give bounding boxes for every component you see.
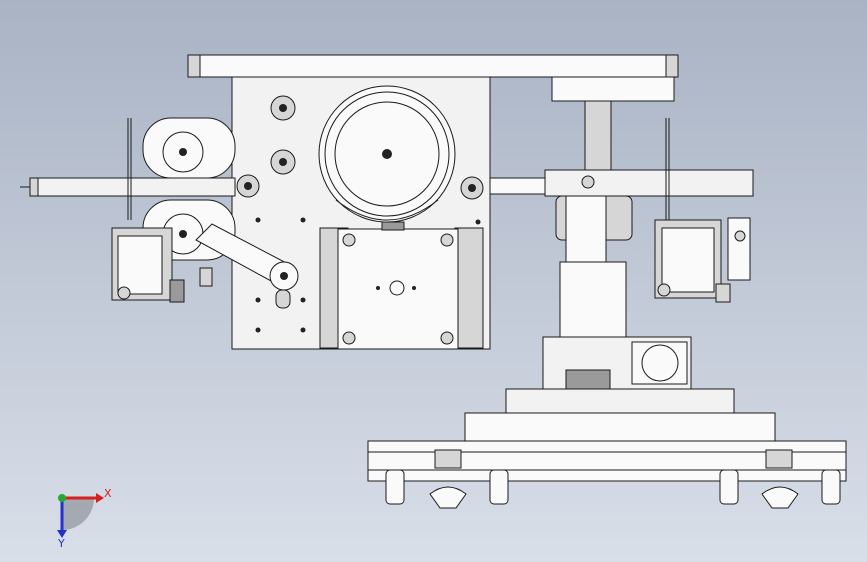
stepper-motor [319,221,484,350]
lever-arm [195,223,299,309]
triad-y-arrowhead [57,530,67,538]
triad-x-arrowhead [96,493,104,503]
axis-triad: X Y [57,487,112,550]
top-mounting-plate [187,54,679,78]
left-belt-assembly [20,117,236,261]
triad-origin [58,494,66,502]
left-sensor-module [111,227,213,303]
base-table [367,388,847,509]
triad-x-label: X [104,487,112,500]
right-sensor-module [654,118,751,303]
right-carriage-assembly [489,76,754,391]
large-pulley [318,85,456,223]
triad-y-label: Y [57,537,65,550]
